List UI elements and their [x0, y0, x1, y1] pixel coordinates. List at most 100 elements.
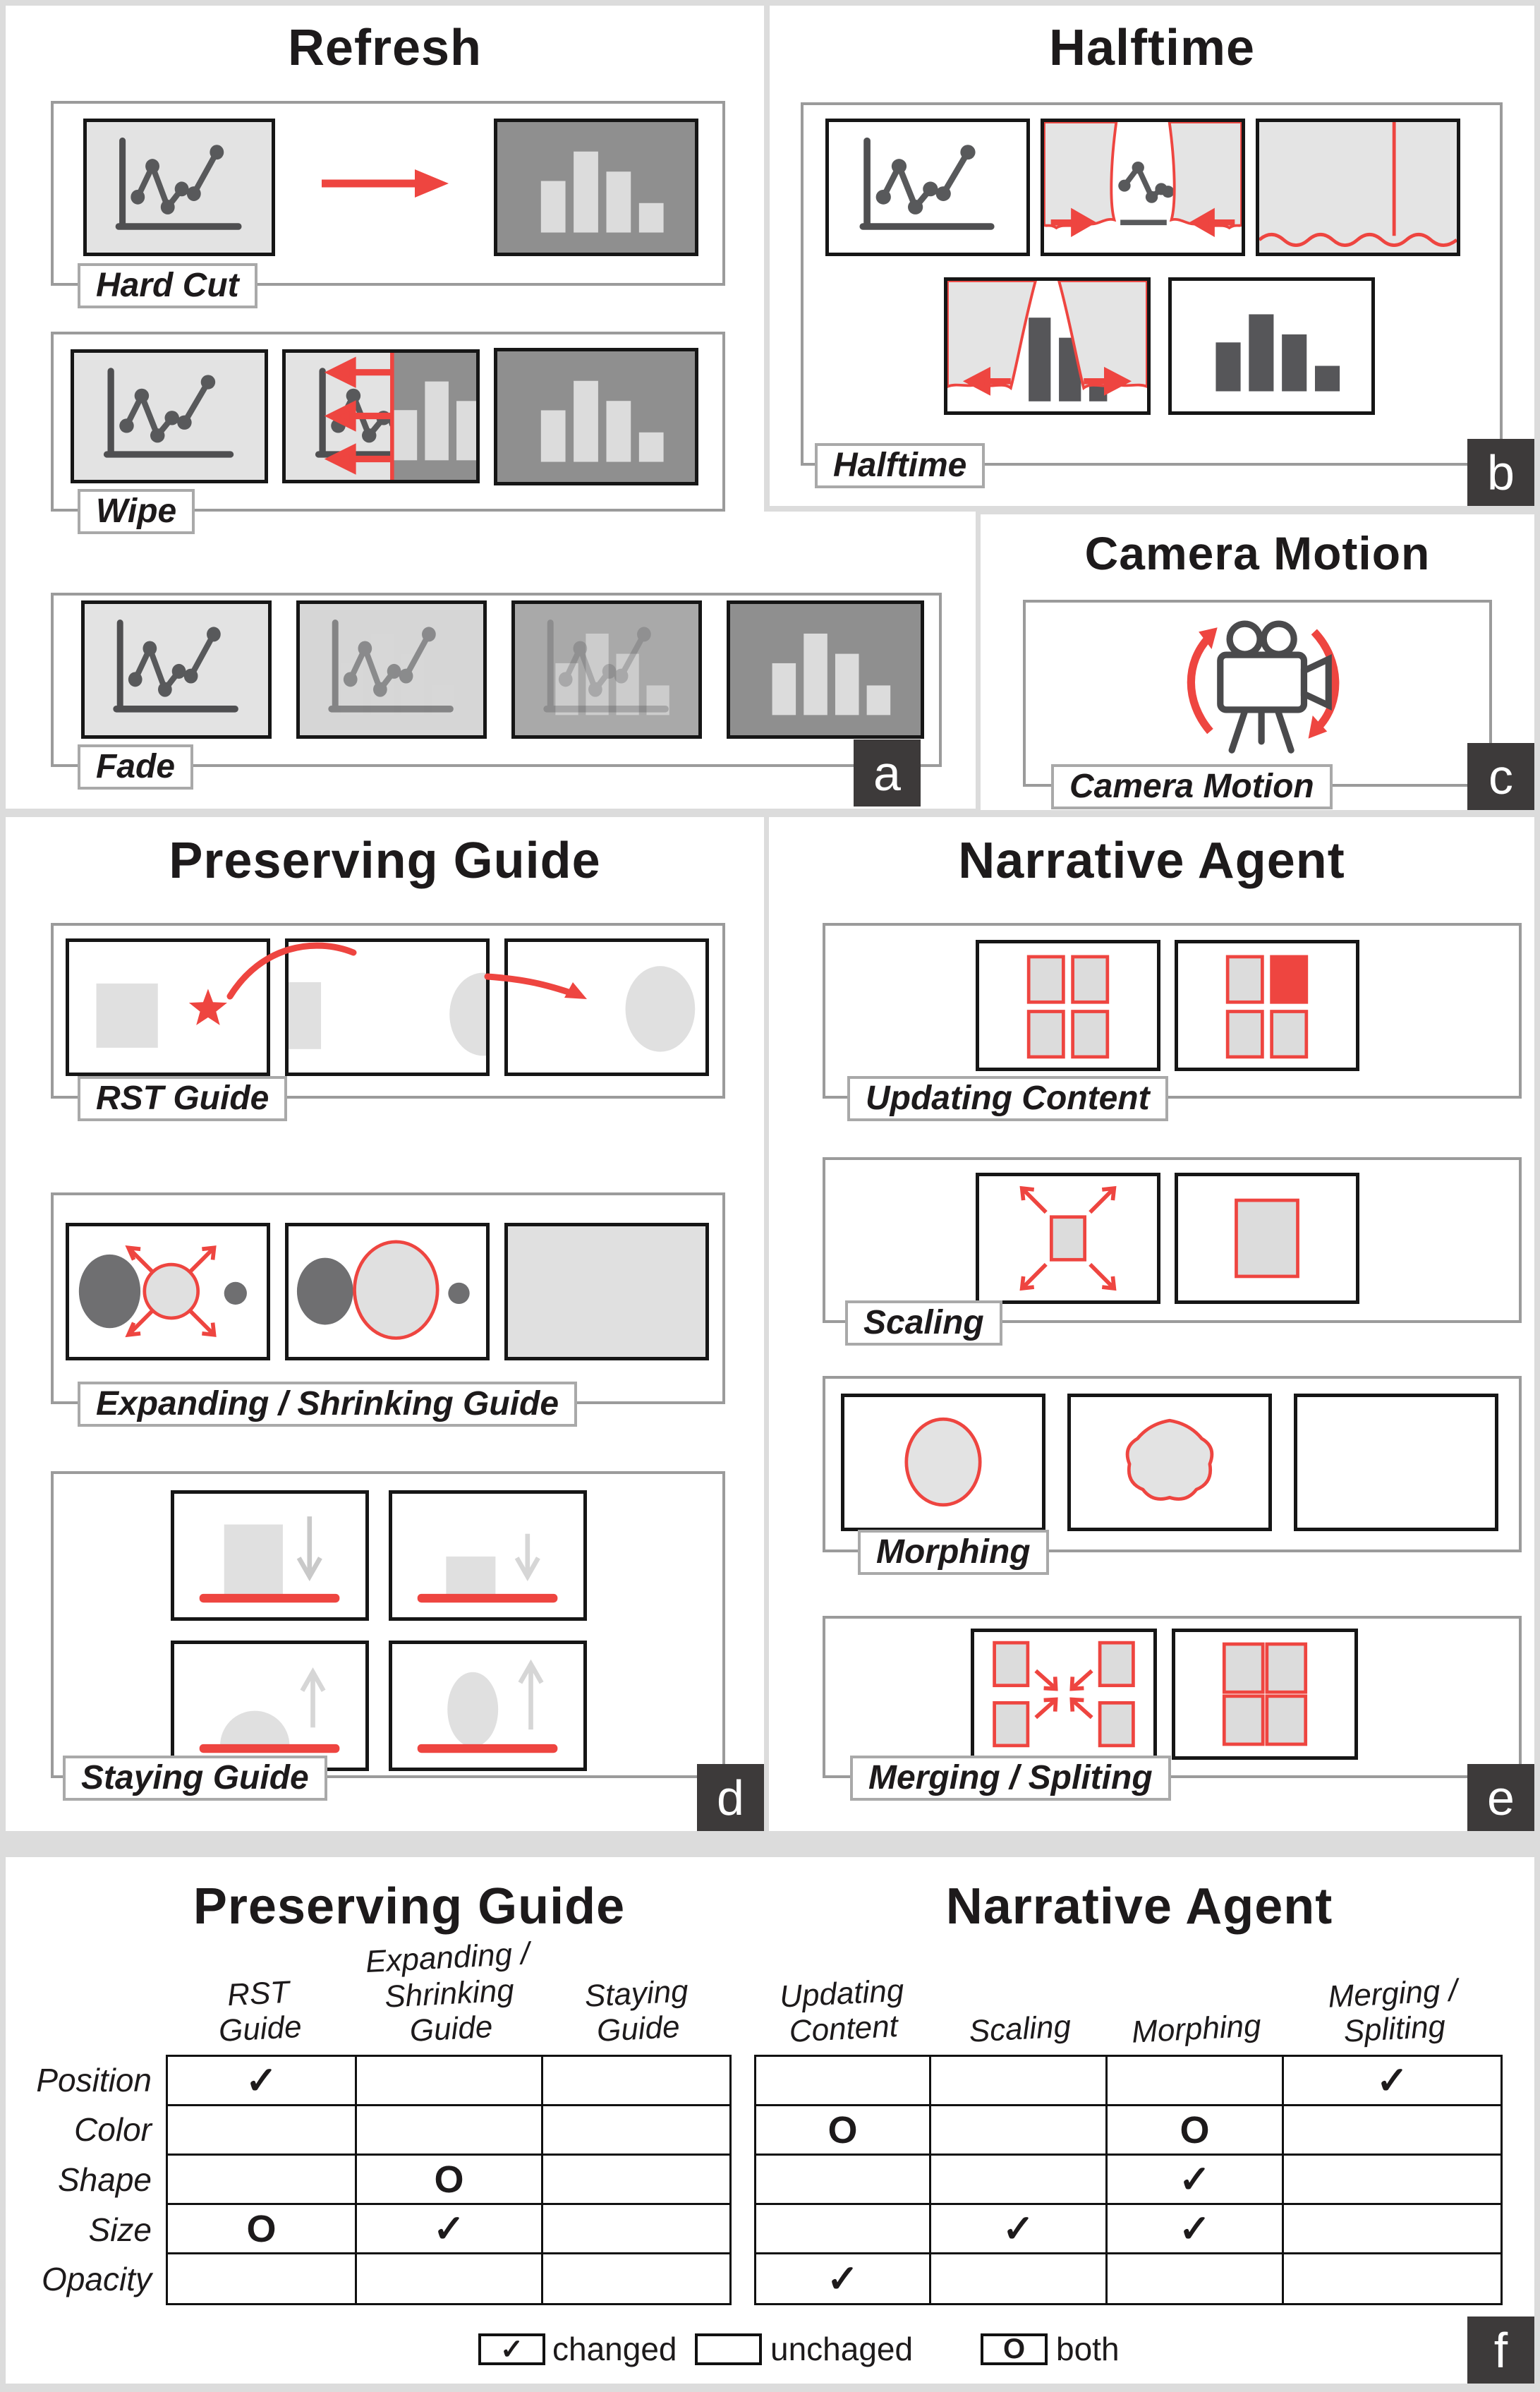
thumb-curtain-closed — [1256, 119, 1460, 256]
table-cell — [357, 2254, 543, 2303]
rect-falling-icon — [199, 1516, 340, 1603]
table-cell — [168, 2106, 357, 2156]
thumb-morph-blob — [1067, 1394, 1272, 1531]
thumb-grid-plain — [976, 940, 1160, 1071]
label-halftime: Halftime — [815, 443, 986, 488]
legend-unchanged-label: unchaged — [770, 2331, 914, 2367]
col-header-staying-guide: Staying Guide — [583, 1974, 689, 2049]
scaling-arrows-icon — [1019, 1185, 1117, 1291]
subpanel-updating-content — [823, 923, 1522, 1099]
bar-chart-icon — [1172, 281, 1371, 411]
row-label-color: Color — [74, 2111, 152, 2148]
legend-both-box: O — [981, 2333, 1048, 2365]
table-preserving-guide: ✓ O O ✓ — [166, 2055, 732, 2305]
legend-unchanged-box — [695, 2333, 762, 2365]
thumb-fade-step2 — [296, 600, 487, 739]
thumb-curtain-closing — [1041, 119, 1245, 256]
thumb-morph-star — [1294, 1394, 1498, 1531]
legend-changed-label: changed — [552, 2331, 677, 2367]
table-cell — [543, 2254, 729, 2303]
table-cell — [168, 2156, 357, 2205]
thumb-bar-chart — [1168, 277, 1375, 415]
label-merging-spliting: Merging / Spliting — [850, 1756, 1171, 1801]
scaled-square-icon — [1235, 1198, 1299, 1279]
row-label-shape: Shape — [57, 2161, 152, 2198]
line-chart-icon — [829, 122, 1026, 253]
table-cell — [931, 2254, 1108, 2303]
merging-arrows-icon — [993, 1641, 1135, 1748]
table-cell — [1108, 2254, 1284, 2303]
expanding-circle-icon — [78, 1245, 247, 1338]
table-cell — [931, 2106, 1108, 2156]
thumb-merged-grid — [1172, 1629, 1358, 1760]
grid-2x2-updated-icon — [1225, 955, 1309, 1059]
gutter — [764, 506, 1534, 512]
row-label-size: Size — [88, 2211, 152, 2248]
line-chart-icon — [87, 122, 272, 253]
col-header-morphing: Morphing — [1130, 2008, 1262, 2050]
panel-narrative-agent-title: Narrative Agent — [958, 833, 1345, 889]
line-chart-ghost-icon — [300, 604, 483, 735]
line-chart-icon — [74, 353, 265, 480]
thumb-expand-frame2 — [285, 1223, 490, 1360]
thumb-expand-frame1 — [66, 1223, 270, 1360]
table-cell: ✓ — [931, 2205, 1108, 2254]
col-header-rst-guide: RST Guide — [217, 1974, 303, 2049]
expanded-circle-icon — [296, 1240, 470, 1340]
table-cell — [357, 2057, 543, 2106]
thumb-fade-step1 — [81, 600, 272, 739]
table-cell: ✓ — [1108, 2156, 1284, 2205]
label-wipe: Wipe — [78, 489, 195, 534]
table-cell — [931, 2057, 1108, 2106]
blob-icon — [1125, 1418, 1214, 1501]
thumb-scaling-large — [1175, 1173, 1359, 1304]
table-cell — [756, 2156, 931, 2205]
table-cell: ✓ — [756, 2254, 931, 2303]
table-cell — [1284, 2106, 1500, 2156]
bar-chart-icon — [730, 604, 921, 735]
badge-e: e — [1467, 1764, 1534, 1831]
legend-changed-box: ✓ — [478, 2333, 545, 2365]
thumb-bar-chart-dark-bg — [494, 119, 698, 256]
table-group-title-narrative: Narrative Agent — [945, 1878, 1333, 1935]
table-cell — [168, 2254, 357, 2303]
panel-camera-motion-title: Camera Motion — [1084, 527, 1431, 579]
table-cell: ✓ — [357, 2205, 543, 2254]
thumb-staying-rect-landed — [389, 1490, 587, 1621]
label-camera-motion: Camera Motion — [1051, 764, 1333, 809]
star-icon — [1297, 1397, 1495, 1528]
bar-chart-icon — [497, 122, 695, 253]
table-narrative-agent: ✓ O O ✓ ✓ ✓ ✓ — [754, 2055, 1503, 2305]
grid-packed-icon — [1222, 1642, 1308, 1746]
col-header-merging-spliting: Merging / Spliting — [1327, 1973, 1459, 2050]
table-cell — [357, 2106, 543, 2156]
circle-icon — [904, 1417, 982, 1507]
curtain-opening-icon — [947, 281, 1147, 401]
thumb-line-chart — [83, 119, 275, 256]
label-expanding-shrinking: Expanding / Shrinking Guide — [78, 1382, 578, 1427]
label-fade: Fade — [78, 744, 194, 790]
col-header-scaling: Scaling — [968, 2009, 1072, 2050]
thumb-expand-frame3 — [504, 1223, 709, 1360]
thumb-line-chart — [825, 119, 1030, 256]
curtain-closing-icon — [1044, 122, 1242, 238]
thumb-rst-frame1 — [66, 938, 270, 1076]
line-chart-ghost-icon — [515, 604, 698, 735]
subpanel-scaling — [823, 1157, 1522, 1323]
table-cell: O — [756, 2106, 931, 2156]
thumb-staying-ellipse-up — [389, 1641, 587, 1771]
col-header-updating-content: Updating Content — [778, 1973, 905, 2050]
thumb-fade-step4 — [727, 600, 924, 739]
subpanel-staying-guide — [51, 1471, 725, 1778]
wipe-mid-icon — [286, 353, 476, 480]
table-cell: ✓ — [1284, 2057, 1500, 2106]
panel-refresh-title: Refresh — [287, 20, 483, 76]
table-cell — [756, 2057, 931, 2106]
thumb-rst-frame2 — [285, 938, 490, 1076]
thumb-merging — [971, 1629, 1157, 1760]
rect-landed-icon — [417, 1533, 558, 1603]
thumb-line-chart — [71, 349, 268, 483]
table-cell — [543, 2106, 729, 2156]
table-group-title-preserving: Preserving Guide — [193, 1878, 626, 1935]
